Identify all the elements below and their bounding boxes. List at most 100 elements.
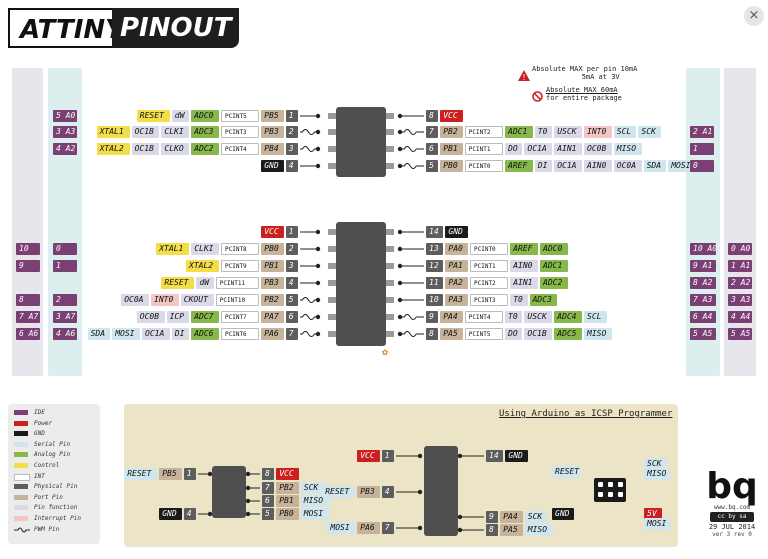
chip-pin-leg: [386, 146, 394, 152]
pin-label-ser: MOSI: [327, 522, 356, 534]
pin-label-fn: ICP: [166, 311, 190, 323]
max-package-line1: Absolute MAX 60mA: [546, 86, 618, 94]
pin-label-fn: OC0A: [121, 294, 149, 306]
pin-label-fn: OC1A: [524, 143, 553, 155]
pin-label-gnd: GND: [159, 508, 182, 520]
pin-label-fn: T0: [534, 126, 553, 138]
pin-label-int: PCINT1: [470, 260, 509, 272]
pin-label-phy: 6: [262, 495, 275, 507]
max-per-pin-line1: Absolute MAX per pin 10mA: [532, 65, 638, 73]
pin-label-int: PCINT5: [464, 328, 503, 340]
pin-wire: [457, 453, 484, 459]
pin-label-phy: 6: [426, 143, 439, 155]
ide-pin-label: 1: [53, 260, 77, 272]
pin-label-phy: 4: [183, 508, 196, 520]
pin-label-fn: DI: [534, 160, 553, 172]
pin-label-phy: 11: [426, 277, 444, 289]
pin-wire: [300, 314, 321, 320]
chip-pin-leg: [328, 163, 336, 169]
pin-label-phy: 1: [183, 468, 196, 480]
pin-label-phy: 13: [426, 243, 444, 255]
pin-label-prt: PB5: [261, 110, 284, 122]
chip-pin-leg: [386, 246, 394, 252]
pin-label-ana: ADC0: [191, 110, 219, 122]
chip-pin-leg: [386, 297, 394, 303]
pin-label-phy: 5: [285, 294, 298, 306]
pin-label-int: PCINT4: [221, 143, 260, 155]
ide-pin-label: 3 A3: [53, 126, 77, 138]
pin-wire: [397, 280, 424, 286]
pin-label-prt: PA5: [440, 328, 463, 340]
header-pin: [598, 482, 603, 487]
pin-label-ana: ADC2: [540, 277, 568, 289]
pin-label-fn: DO: [505, 328, 523, 340]
legend-label-power: Power: [34, 419, 53, 427]
pin-label-fn: DI: [171, 328, 190, 340]
pin-wire: [198, 511, 213, 517]
pin-label-phy: 8: [262, 468, 275, 480]
pin-label-fn: OC1B: [524, 328, 553, 340]
ide-pin-label: 2 A2: [728, 277, 752, 289]
brand-version: ver 3 rev 0: [712, 531, 752, 538]
pin-label-fn: AIN0: [584, 160, 612, 172]
pin-label-fn: CLKI: [191, 243, 219, 255]
pin-label-phy: 8: [426, 328, 439, 340]
pin-label-phy: 2: [285, 243, 298, 255]
ide-pin-label: 5 A5: [728, 328, 752, 340]
pin-wire: [198, 471, 213, 477]
pin-label-ser: SCK: [638, 126, 661, 138]
pin-label-ser: MISO: [524, 524, 553, 536]
pin-label-prt: PB3: [357, 486, 380, 498]
warning-icon: !: [518, 66, 530, 85]
legend-label-physical: Physical Pin: [34, 483, 78, 491]
pin-label-phy: 7: [381, 522, 394, 534]
pin-label-fn: OC0B: [584, 143, 612, 155]
chip-pin-leg: [386, 113, 394, 119]
pin-label-fn: DO: [505, 143, 523, 155]
legend-label-control: Control: [34, 462, 60, 469]
ide-pin-label: 9 A1: [690, 260, 716, 272]
legend-label-pwm: PWM Pin: [34, 525, 60, 533]
chip-pin-leg: [328, 331, 336, 337]
pin-label-ctl: XTAL2: [96, 143, 130, 155]
pin-label-phy: 3: [285, 260, 298, 272]
ide-pin-label: 8 A2: [690, 277, 716, 289]
ide-pin-label: 3 A3: [728, 294, 752, 306]
pin-label-ctl: XTAL1: [156, 243, 190, 255]
legend-label-interrupt: Interrupt Pin: [34, 515, 81, 522]
pin-label-prt: PB5: [159, 468, 182, 480]
pin-label-phy: 1: [285, 226, 298, 238]
legend-label-function: Pin function: [34, 504, 78, 512]
pin-label-phy: 7: [426, 126, 439, 138]
ide-column-right-inner: [686, 68, 720, 376]
pin-wire: [397, 246, 424, 252]
pin-label-ana: ADC7: [191, 311, 219, 323]
legend-label-serial: Serial Pin: [34, 440, 71, 448]
pin-label-phy: 6: [285, 311, 298, 323]
legend-swatch-power: [14, 420, 28, 426]
pin-label-int: PCINT4: [464, 311, 503, 323]
ide-pin-label: 4 A2: [53, 143, 77, 155]
pin-label-prt: PA2: [445, 277, 468, 289]
pin-label-ser: SCL: [584, 311, 607, 323]
pin-label-fn: CLKO: [161, 143, 190, 155]
logo-right-word: PINOUT: [112, 8, 240, 48]
pin-wire: [457, 514, 484, 520]
chip-pin-leg: [328, 263, 336, 269]
ide-pin-label: 9: [16, 260, 40, 272]
pin-label-prt: PB0: [261, 243, 284, 255]
legend-label-ide: IDE: [34, 409, 45, 416]
icsp-header-connector: [594, 478, 626, 502]
pin-wire: [396, 489, 423, 495]
legend-swatch-port: [14, 494, 28, 500]
ide-pin-label: 10: [16, 243, 40, 255]
legend-swatch-int: [14, 473, 30, 481]
close-button[interactable]: ×: [744, 6, 764, 26]
brand-block: bq www.bq.com cc by sa 29 JUL 2014 ver 3…: [706, 469, 758, 539]
pin-label-fn: OC1B: [131, 143, 160, 155]
pin-wire: [457, 527, 484, 533]
pin-label-fn: OC1A: [142, 328, 170, 340]
pin-label-prt: PA1: [445, 260, 468, 272]
pin-label-ser: SCL: [613, 126, 637, 138]
legend-swatch-gnd: [14, 431, 28, 437]
